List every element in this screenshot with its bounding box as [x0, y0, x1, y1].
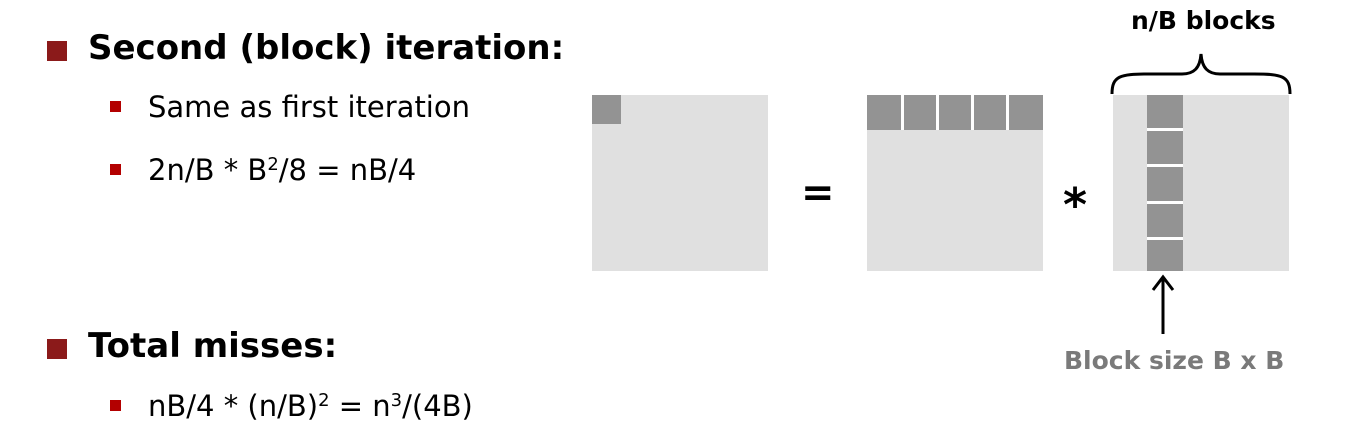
multiply-sign: *	[1063, 178, 1088, 232]
formula-part: /8 = nB/4	[278, 153, 417, 187]
block-divider	[1147, 128, 1183, 131]
formula-part: /(4B)	[402, 389, 473, 423]
matrix-a-block-row	[867, 95, 1043, 130]
block-divider	[971, 95, 974, 130]
block-divider	[1006, 95, 1009, 130]
block-divider	[1147, 164, 1183, 167]
formula-part: nB/4 * (n/B)	[148, 389, 319, 423]
bullet-square-icon	[47, 41, 67, 61]
sub-bullet-icon	[110, 101, 121, 112]
curly-brace-icon	[1110, 53, 1292, 95]
formula-part: = n	[329, 389, 391, 423]
heading-second-iteration: Second (block) iteration:	[88, 28, 565, 68]
matrix-a	[867, 95, 1043, 271]
sub-bullet-icon	[110, 164, 121, 175]
text-same-as-first: Same as first iteration	[148, 90, 470, 124]
block-divider	[1147, 237, 1183, 240]
formula-exponent: 3	[390, 390, 403, 412]
bullet-square-icon	[47, 339, 67, 359]
equals-sign: =	[801, 170, 835, 216]
matrix-c-block	[592, 95, 621, 124]
formula-second-iteration: 2n/B * B2/8 = nB/4	[148, 153, 416, 187]
matrix-b	[1113, 95, 1289, 271]
matrix-b-block-column	[1147, 95, 1183, 271]
formula-total-misses: nB/4 * (n/B)2 = n3/(4B)	[148, 389, 473, 423]
formula-exponent: 2	[318, 390, 330, 412]
block-divider	[901, 95, 904, 130]
block-divider	[936, 95, 939, 130]
sub-bullet-icon	[110, 400, 121, 411]
formula-exponent: 2	[267, 154, 279, 176]
formula-part: 2n/B * B	[148, 153, 268, 187]
label-n-over-b-blocks: n/B blocks	[1131, 6, 1276, 35]
block-divider	[1147, 201, 1183, 204]
label-block-size: Block size B x B	[1064, 346, 1285, 375]
matrix-c	[592, 95, 768, 271]
heading-total-misses: Total misses:	[88, 326, 338, 366]
up-arrow-icon	[1151, 274, 1175, 334]
